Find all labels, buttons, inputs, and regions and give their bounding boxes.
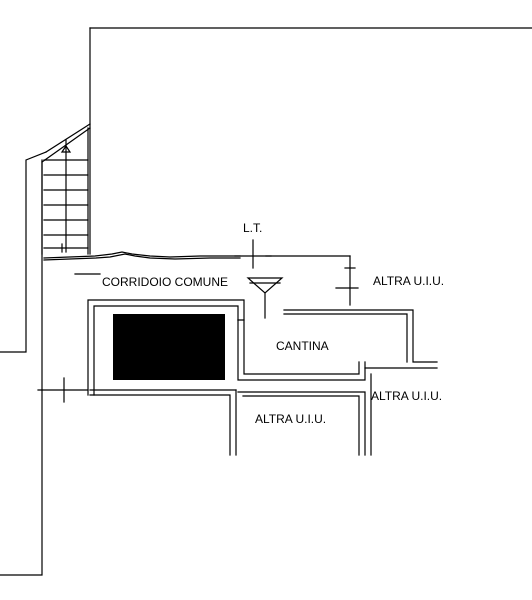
label-altra-uiu-right: ALTRA U.I.U.: [373, 274, 444, 288]
unit-cantina: [237, 309, 438, 381]
corridor-top-wall: [43, 251, 351, 259]
building-outline: [0, 27, 532, 576]
label-imm: IMM.: [151, 339, 178, 353]
lt-marker: [234, 239, 272, 269]
staircase: [41, 127, 89, 255]
label-altra-uiu-lower-right: ALTRA U.I.U.: [371, 389, 442, 403]
bottom-units: [89, 367, 438, 456]
corridor-top-wall-inner: [43, 253, 241, 261]
label-corridoio-comune: CORRIDOIO COMUNE: [102, 275, 228, 289]
label-altra-uiu-bottom: ALTRA U.I.U.: [255, 412, 326, 426]
label-cantina: CANTINA: [276, 339, 329, 353]
level-marker-icon: [246, 277, 284, 319]
door-mark-left: [41, 377, 89, 403]
unit-imm: [87, 299, 245, 396]
label-lt: L.T.: [243, 221, 262, 235]
